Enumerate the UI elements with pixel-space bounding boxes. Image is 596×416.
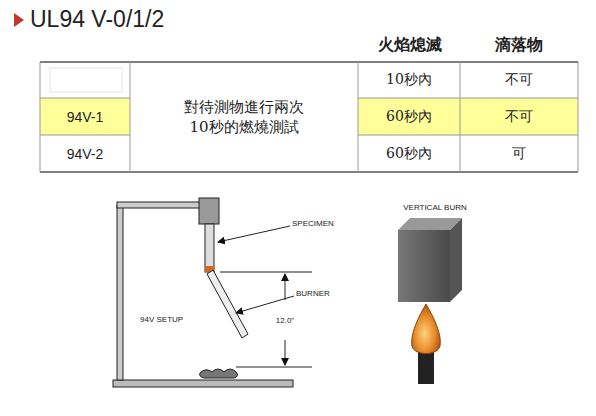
table-cell: 對待測物進行兩次 10秒的燃燒測試 [130, 62, 358, 172]
setup-label: 94V SETUP [140, 312, 210, 326]
vertical-burn-drawing [398, 218, 462, 384]
table-cell: 不可 [460, 98, 578, 135]
table-cell: 94V-2 [40, 135, 130, 172]
table-cell: 可 [460, 135, 578, 172]
column-header: 火焰熄滅 [355, 32, 465, 58]
part-label: BURNER [296, 286, 366, 300]
table-cell: 60秒內 [358, 98, 460, 135]
part-label: SPECIMEN [292, 216, 372, 230]
table-cell: 不可 [460, 62, 578, 98]
table-cell: 10秒內 [358, 62, 460, 98]
table-cell: 94V-1 [40, 98, 130, 135]
title: UL94 V-0/1/2 [30, 4, 250, 34]
column-header: 滴落物 [460, 32, 578, 58]
table-grid [40, 62, 578, 172]
title-marker [14, 13, 24, 27]
figure-label: VERTICAL BURN [390, 200, 480, 214]
table-cell: 60秒內 [358, 135, 460, 172]
dimension: 12.0" [274, 313, 296, 327]
setup-drawing [113, 198, 312, 387]
